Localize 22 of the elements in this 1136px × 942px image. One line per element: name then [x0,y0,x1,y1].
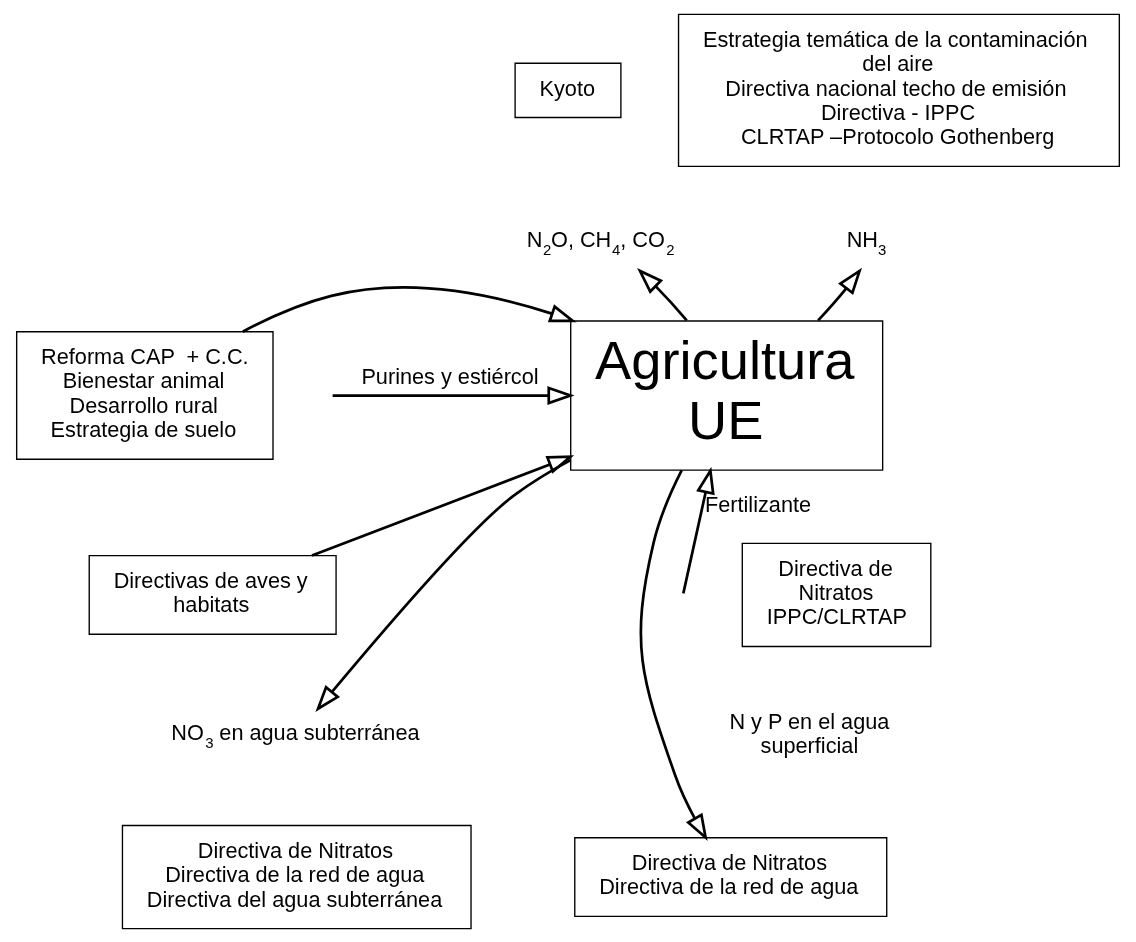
node-box: Agricultura UE [570,319,884,471]
node-text: NH$_{3}$ [846,226,887,258]
arrow [682,466,715,594]
arrow [242,285,577,333]
arrow [639,469,708,841]
node-text: N$_{2}$O, CH$_{4}$, CO$_{2}$ [526,226,675,258]
node-box: Directiva de Nitratos Directiva de la red de agua Directiva del agua subterránea [121,824,472,929]
node-box: Directivas de aves y habitats [88,554,337,635]
node-text: NO$_{3}$ en agua subterránea [171,719,420,751]
node-box: Directiva de Nitratos IPPC/CLRTAP [741,542,932,647]
node-box: Kyoto [514,62,622,118]
arrow [315,458,572,712]
node-box: Reforma CAP + C.C. Bienestar animal Desarrollo rural Estrategia de suelo [16,330,274,460]
arrow [332,385,575,405]
arrow [817,267,862,321]
arrow [637,267,688,321]
edge-label: Fertilizante [704,491,812,517]
node-text: N y P en el agua superficial [729,708,890,758]
node-box: Estrategia temática de la contaminación del aire Directiva nacional techo de emisión Directiva - IPPC CLRTAP –Protocolo Gothenberg [677,13,1120,167]
arrow [311,454,575,557]
node-box: Directiva de Nitratos Directiva de la red de agua [574,836,888,917]
edge-label: Purines y estiércol [361,363,539,389]
